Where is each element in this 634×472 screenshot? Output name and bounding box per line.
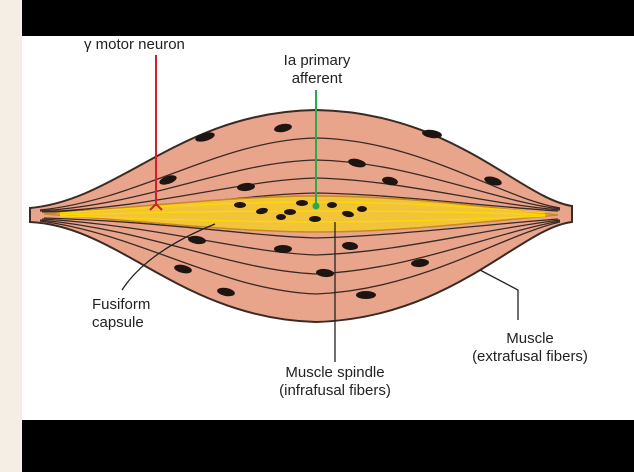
muscle-extrafusal-label: Muscle (extrafusal fibers) — [450, 330, 610, 366]
nucleus — [357, 206, 367, 212]
ia-label-line2: afferent — [262, 70, 372, 88]
gamma-motor-neuron-label: γ motor neuron — [84, 36, 185, 54]
nucleus — [356, 291, 376, 299]
nucleus — [296, 200, 308, 206]
fusiform-label-line1: Fusiform — [92, 296, 150, 314]
muscle-label-line2: (extrafusal fibers) — [450, 348, 610, 366]
nucleus — [234, 202, 246, 208]
nucleus — [309, 216, 321, 222]
muscle-label-line1: Muscle — [450, 330, 610, 348]
spindle-label-line1: Muscle spindle — [255, 364, 415, 382]
nucleus — [327, 202, 337, 208]
nucleus — [284, 209, 296, 215]
muscle-spindle-label: Muscle spindle (infrafusal fibers) — [255, 364, 415, 400]
nucleus — [276, 214, 286, 220]
spindle-label-line2: (infrafusal fibers) — [255, 382, 415, 400]
ia-label-line1: Ia primary — [262, 52, 372, 70]
fusiform-label-line2: capsule — [92, 314, 150, 332]
nucleus — [274, 245, 292, 253]
fusiform-capsule-label: Fusiform capsule — [92, 296, 150, 332]
ia-primary-afferent-label: Ia primary afferent — [262, 52, 372, 88]
